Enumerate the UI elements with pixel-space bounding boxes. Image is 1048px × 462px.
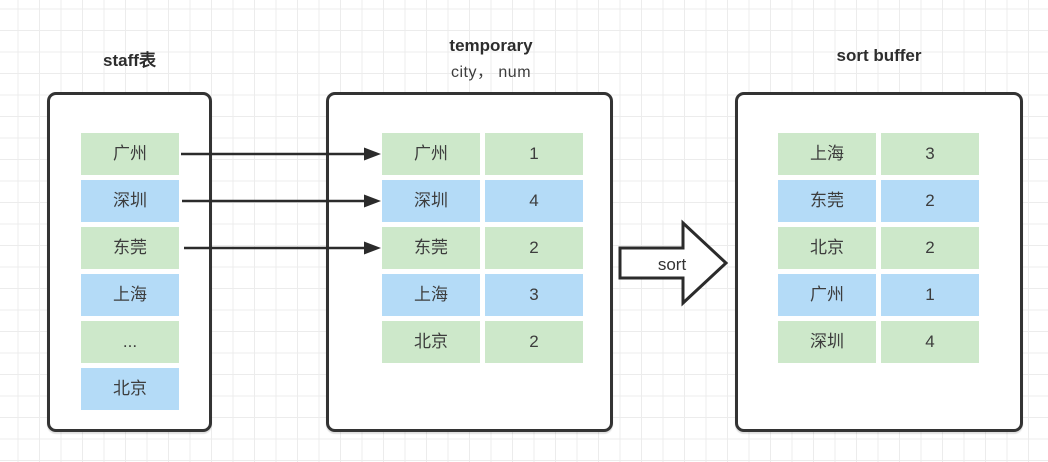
temporary-table-subtitle: city， num	[450, 64, 532, 81]
num-cell: 2	[485, 321, 583, 363]
city-cell: 东莞	[778, 180, 876, 222]
city-cell: 北京	[778, 227, 876, 269]
num-cell: 1	[881, 274, 979, 316]
city-cell: 广州	[778, 274, 876, 316]
staff-cell: 北京	[81, 368, 179, 410]
num-cell: 4	[485, 180, 583, 222]
staff-cell: 东莞	[81, 227, 179, 269]
num-cell: 1	[485, 133, 583, 175]
temporary-title-text: temporary	[449, 36, 533, 55]
staff-cell: 深圳	[81, 180, 179, 222]
city-cell: 深圳	[382, 180, 480, 222]
city-cell: 广州	[382, 133, 480, 175]
staff-cell: 广州	[81, 133, 179, 175]
city-cell: 东莞	[382, 227, 480, 269]
num-cell: 2	[881, 180, 979, 222]
temporary-table-title: temporary city， num	[326, 36, 656, 82]
staff-table-title: staff表	[103, 51, 156, 70]
num-cell: 4	[881, 321, 979, 363]
sort-buffer-title: sort buffer	[836, 46, 922, 65]
city-cell: 上海	[382, 274, 480, 316]
staff-cell: 上海	[81, 274, 179, 316]
sort-block-arrow: sort	[618, 219, 729, 307]
sort-buffer-cells: 上海 3 东莞 2 北京 2 广州 1 深圳 4	[778, 133, 979, 363]
city-cell: 北京	[382, 321, 480, 363]
sort-arrow-label: sort	[658, 255, 687, 274]
staff-cell: ...	[81, 321, 179, 363]
city-cell: 上海	[778, 133, 876, 175]
num-cell: 3	[485, 274, 583, 316]
num-cell: 2	[881, 227, 979, 269]
num-cell: 2	[485, 227, 583, 269]
staff-table-cells: 广州 深圳 东莞 上海 ... 北京	[81, 133, 179, 410]
num-cell: 3	[881, 133, 979, 175]
temporary-table-cells: 广州 1 深圳 4 东莞 2 上海 3 北京 2	[382, 133, 583, 363]
city-cell: 深圳	[778, 321, 876, 363]
